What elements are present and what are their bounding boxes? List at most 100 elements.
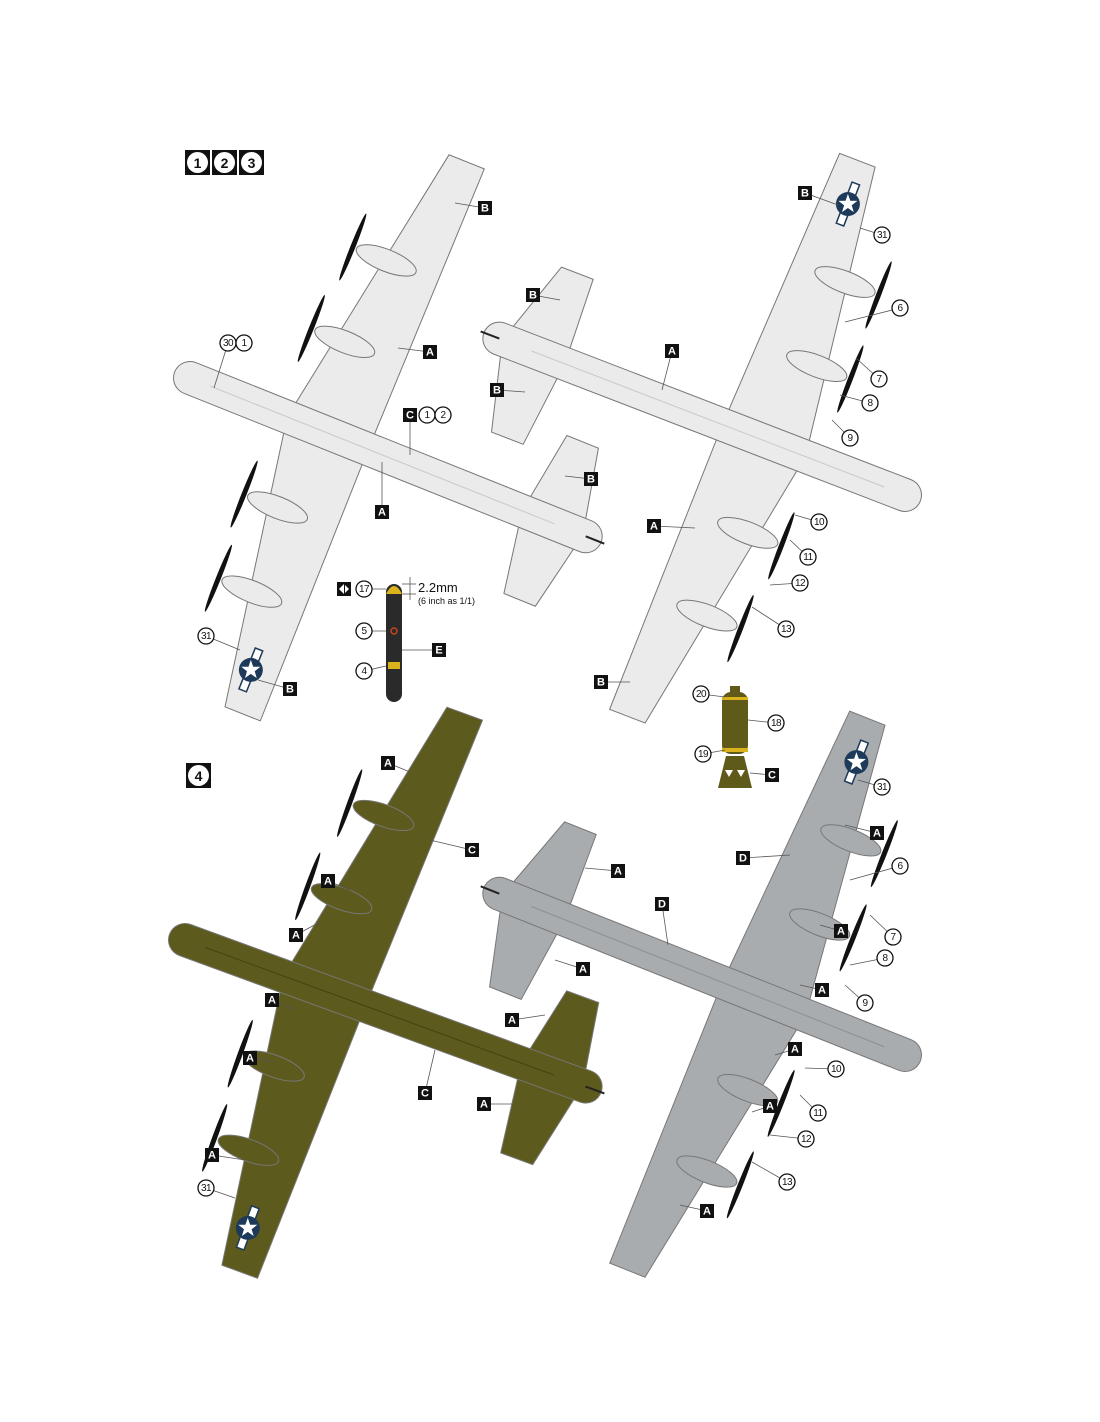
- bomb-band-dimension: 2.2mm(6 inch as 1/1): [402, 577, 475, 606]
- svg-text:D: D: [658, 899, 666, 911]
- svg-text:6: 6: [897, 303, 903, 314]
- engine-nacelle: [717, 1073, 779, 1107]
- engine-nacelle: [676, 599, 738, 632]
- svg-text:7: 7: [876, 374, 882, 385]
- aircraft-1-color-callout: A: [375, 505, 389, 519]
- aircraft-3-color-callout: A: [289, 928, 303, 942]
- wing: [609, 981, 807, 1278]
- svg-text:E: E: [435, 645, 442, 657]
- engine-nacelle: [676, 1155, 738, 1188]
- wing: [286, 154, 485, 450]
- aircraft-4-color-callout: D: [655, 897, 669, 911]
- aircraft-2-decal-callout: 12: [791, 574, 809, 592]
- svg-text:A: A: [791, 1044, 799, 1056]
- svg-text:13: 13: [781, 624, 792, 635]
- aircraft-4-color-callout: A: [870, 826, 884, 840]
- aircraft-2-decal-callout: 8: [861, 394, 879, 412]
- aircraft-3-color-callout: A: [321, 874, 335, 888]
- svg-text:31: 31: [877, 230, 888, 241]
- propeller: [297, 295, 325, 362]
- engine-nacelle: [314, 325, 376, 359]
- aircraft-2-decal-callout: 11: [799, 548, 817, 566]
- propeller: [295, 852, 321, 921]
- aircraft-4-decal-callout: 31: [873, 778, 891, 796]
- svg-text:11: 11: [813, 1108, 823, 1119]
- svg-text:17: 17: [359, 584, 370, 595]
- svg-text:C: C: [468, 845, 476, 857]
- svg-text:A: A: [268, 995, 276, 1007]
- propeller: [337, 769, 363, 837]
- small-bomb-illustration: [386, 584, 402, 702]
- small-bomb-decal-callout: 5: [355, 622, 373, 640]
- svg-text:B: B: [286, 684, 294, 696]
- svg-text:D: D: [739, 853, 747, 865]
- svg-text:13: 13: [782, 1177, 793, 1188]
- aircraft-2-decal-callout: 9: [841, 429, 859, 447]
- engine-nacelle: [717, 516, 779, 549]
- aircraft-2-decal-callout: 7: [870, 370, 888, 388]
- svg-text:31: 31: [877, 782, 888, 793]
- aircraft-4-decal-callout: 13: [778, 1173, 796, 1191]
- large-bomb-color-callout: C: [765, 768, 779, 782]
- aircraft-1-decal-callout: 30: [219, 334, 237, 352]
- svg-text:5: 5: [361, 626, 367, 637]
- large-bomb-decal-callout: 18: [767, 714, 785, 732]
- svg-text:A: A: [324, 876, 332, 888]
- svg-text:C: C: [406, 410, 414, 422]
- svg-text:A: A: [668, 346, 676, 358]
- aircraft-3-color-callout: C: [418, 1086, 432, 1100]
- svg-text:12: 12: [801, 1134, 812, 1145]
- aircraft-3-color-callout: A: [505, 1013, 519, 1027]
- aircraft-4-color-callout: A: [788, 1042, 802, 1056]
- scheme-number-badge: 3: [239, 150, 264, 175]
- svg-text:A: A: [508, 1015, 516, 1027]
- panel-line: [531, 350, 885, 488]
- engine-nacelle: [217, 1134, 280, 1166]
- aircraft-3-color-callout: A: [265, 993, 279, 1007]
- aircraft-2-color-callout: B: [584, 472, 598, 486]
- svg-text:31: 31: [201, 631, 212, 642]
- svg-text:A: A: [818, 985, 826, 997]
- national-insignia: [843, 739, 870, 785]
- aircraft-1-color-callout: C: [403, 408, 417, 422]
- aircraft-4-decal-callout: 6: [891, 857, 909, 875]
- scheme-number-badge: 1: [185, 150, 210, 175]
- small-bomb-decal-callout: 17: [355, 580, 373, 598]
- aircraft-4-color-callout: A: [611, 864, 625, 878]
- aircraft-2-decal-callout: 31: [873, 226, 891, 244]
- wing: [282, 706, 484, 1007]
- svg-text:18: 18: [771, 718, 782, 729]
- svg-text:4: 4: [361, 666, 367, 677]
- svg-text:1: 1: [194, 155, 202, 171]
- aircraft-1-underside: [173, 154, 605, 722]
- svg-text:A: A: [579, 964, 587, 976]
- aircraft-3-color-callout: A: [243, 1051, 257, 1065]
- svg-text:A: A: [766, 1101, 774, 1113]
- svg-text:31: 31: [201, 1183, 212, 1194]
- svg-text:A: A: [614, 866, 622, 878]
- aircraft-2-color-callout: B: [594, 675, 608, 689]
- panel-line: [531, 906, 885, 1048]
- aircraft-4-color-callout: A: [700, 1204, 714, 1218]
- svg-text:20: 20: [696, 689, 707, 700]
- tail-gun: [585, 535, 605, 545]
- aircraft-3-color-callout: A: [205, 1148, 219, 1162]
- propeller: [870, 820, 898, 888]
- aircraft-4-color-callout: A: [834, 924, 848, 938]
- propeller: [726, 1151, 754, 1219]
- svg-text:8: 8: [882, 953, 888, 964]
- svg-text:2: 2: [221, 155, 229, 171]
- aircraft-1-decal-callout: 1: [418, 406, 436, 424]
- propeller: [204, 544, 232, 612]
- aircraft-2-decal-callout: 6: [891, 299, 909, 317]
- svg-text:10: 10: [831, 1064, 842, 1075]
- svg-text:A: A: [292, 930, 300, 942]
- small-bomb-decal-callout: 4: [355, 662, 373, 680]
- svg-text:A: A: [480, 1099, 488, 1111]
- panel-line: [210, 385, 555, 525]
- svg-text:B: B: [481, 203, 489, 215]
- svg-text:12: 12: [795, 578, 806, 589]
- dimension-value: 2.2mm: [418, 580, 458, 595]
- aircraft-2-color-callout: B: [798, 186, 812, 200]
- engine-nacelle: [221, 575, 283, 608]
